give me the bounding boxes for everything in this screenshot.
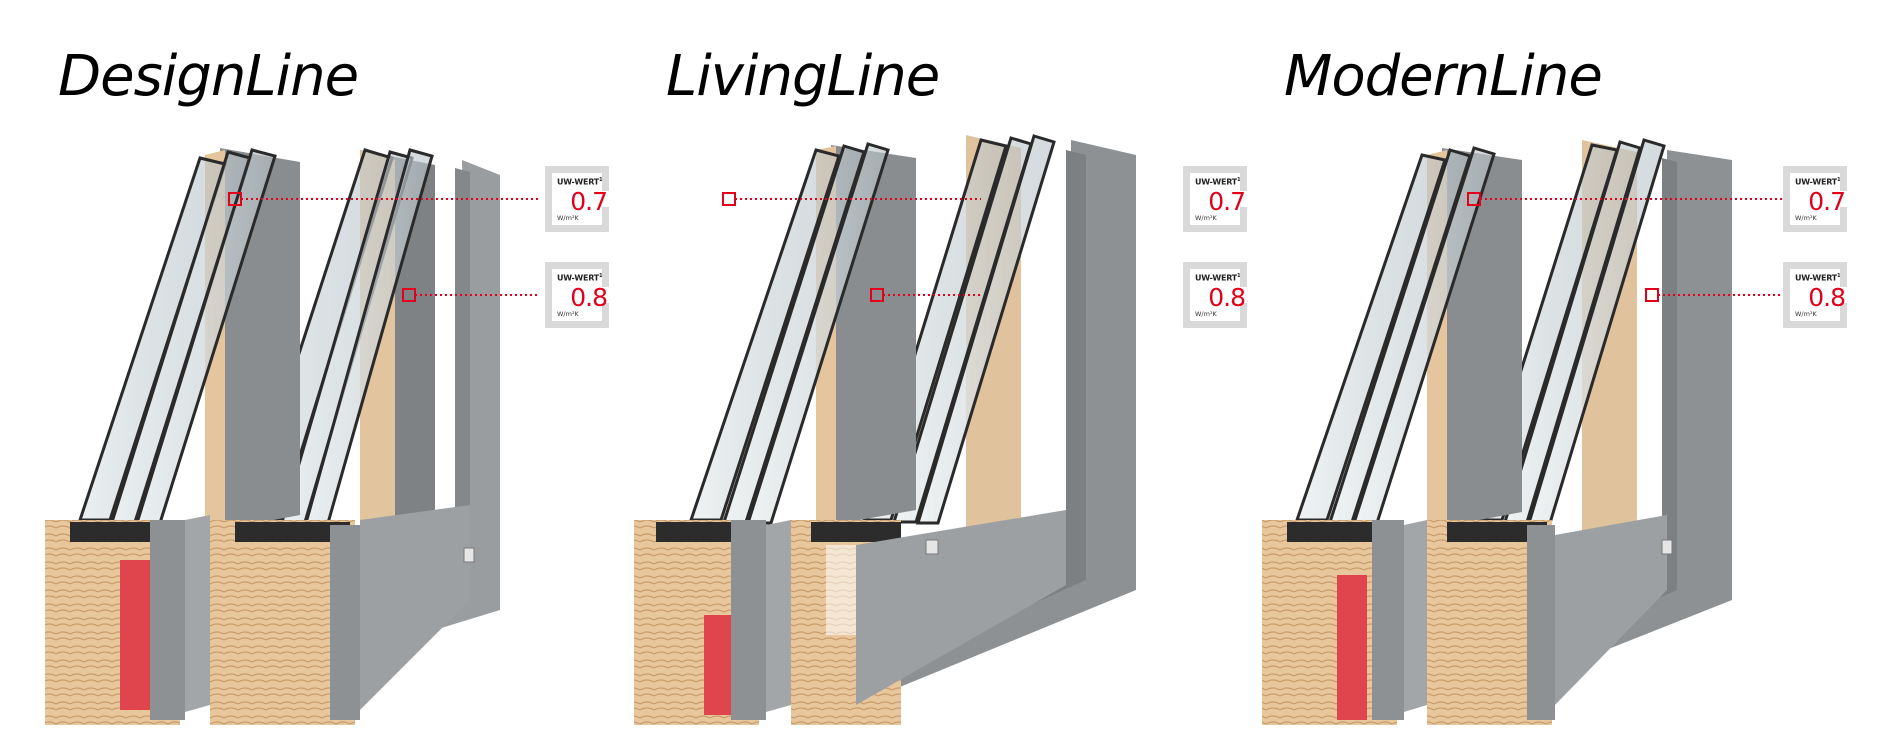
rating-value: 0.7	[1808, 187, 1846, 216]
rating-value: 0.8	[1208, 283, 1246, 312]
rating-unit: W/m²K	[1195, 310, 1217, 318]
product-panel-livingline: LivingLine UW-WERT1 0.7 W/m²K	[626, 0, 1252, 733]
rating-unit: W/m²K	[557, 214, 579, 222]
window-profile-illustration	[634, 134, 1136, 725]
product-title: LivingLine	[666, 44, 940, 109]
uw-rating-badge: UW-WERT1 0.8 W/m²K	[1783, 262, 1847, 328]
rating-label: UW-WERT1	[1195, 273, 1241, 283]
window-profile-illustration	[45, 148, 540, 725]
rating-value: 0.8	[1808, 283, 1846, 312]
rating-value: 0.7	[1208, 187, 1246, 216]
rating-value: 0.8	[570, 283, 608, 312]
uw-rating-badge: UW-WERT1 0.8 W/m²K	[1183, 262, 1247, 328]
uw-rating-badge: UW-WERT1 0.7 W/m²K	[1183, 166, 1247, 232]
rating-unit: W/m²K	[1795, 310, 1817, 318]
rating-unit: W/m²K	[557, 310, 579, 318]
product-title: ModernLine	[1284, 44, 1603, 109]
rating-label: UW-WERT1	[1795, 273, 1841, 283]
rating-label: UW-WERT1	[557, 273, 603, 283]
rating-label: UW-WERT1	[1795, 177, 1841, 187]
product-panel-modernline: ModernLine UW-WERT1 0.7 W/m²K	[1252, 0, 1878, 733]
window-profile-illustration	[1262, 138, 1782, 725]
product-panel-designline: DesignLine	[0, 0, 626, 733]
uw-rating-badge: UW-WERT1 0.7 W/m²K	[545, 166, 609, 232]
rating-value: 0.7	[570, 187, 608, 216]
product-title: DesignLine	[58, 44, 359, 109]
rating-unit: W/m²K	[1195, 214, 1217, 222]
rating-label: UW-WERT1	[1195, 177, 1241, 187]
rating-unit: W/m²K	[1795, 214, 1817, 222]
uw-rating-badge: UW-WERT1 0.8 W/m²K	[545, 262, 609, 328]
rating-label: UW-WERT1	[557, 177, 603, 187]
uw-rating-badge: UW-WERT1 0.7 W/m²K	[1783, 166, 1847, 232]
